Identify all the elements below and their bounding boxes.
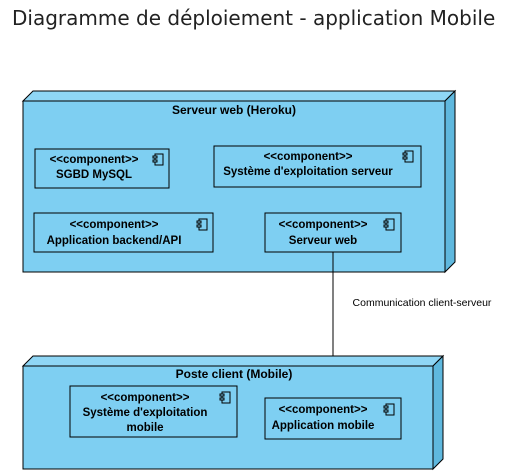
component-icon [383, 218, 395, 231]
node-client-label: Poste client (Mobile) [176, 367, 293, 381]
component-stereotype: <<component>> [50, 154, 139, 166]
node-client[interactable]: Poste client (Mobile) <<component>> Syst… [21, 354, 445, 471]
component-icon [152, 153, 164, 166]
component-icon [219, 391, 231, 404]
component-stereotype: <<component>> [101, 392, 190, 404]
component-name: Application backend/API [47, 235, 182, 247]
component-name: Système d'exploitation serveur [223, 166, 393, 178]
node-server[interactable]: Serveur web (Heroku) <<component>> SGBD … [21, 89, 457, 274]
connector-label: Communication client-serveur [353, 297, 492, 309]
component-icon [402, 150, 414, 163]
diagram-title: Diagramme de déploiement - application M… [12, 6, 496, 30]
component-name: Serveur web [289, 235, 357, 247]
component-stereotype: <<component>> [279, 404, 368, 416]
component-name: SGBD MySQL [56, 169, 132, 181]
node-server-label: Serveur web (Heroku) [172, 103, 296, 117]
component-name: Application mobile [272, 420, 375, 432]
component-serveur-web[interactable]: <<component>> Serveur web [264, 212, 402, 253]
component-sgbd-mysql[interactable]: <<component>> SGBD MySQL [34, 148, 170, 189]
component-stereotype: <<component>> [70, 219, 159, 231]
component-name-line2: mobile [126, 422, 163, 434]
component-stereotype: <<component>> [264, 151, 353, 163]
component-name: Système d'exploitation [83, 407, 208, 419]
component-os-serveur[interactable]: <<component>> Système d'exploitation ser… [213, 145, 422, 188]
component-stereotype: <<component>> [279, 219, 368, 231]
component-icon [196, 218, 208, 231]
component-os-mobile[interactable]: <<component>> Système d'exploitation mob… [69, 385, 238, 438]
component-backend-api[interactable]: <<component>> Application backend/API [33, 212, 214, 253]
component-icon [383, 403, 395, 416]
component-application-mobile[interactable]: <<component>> Application mobile [264, 397, 402, 440]
